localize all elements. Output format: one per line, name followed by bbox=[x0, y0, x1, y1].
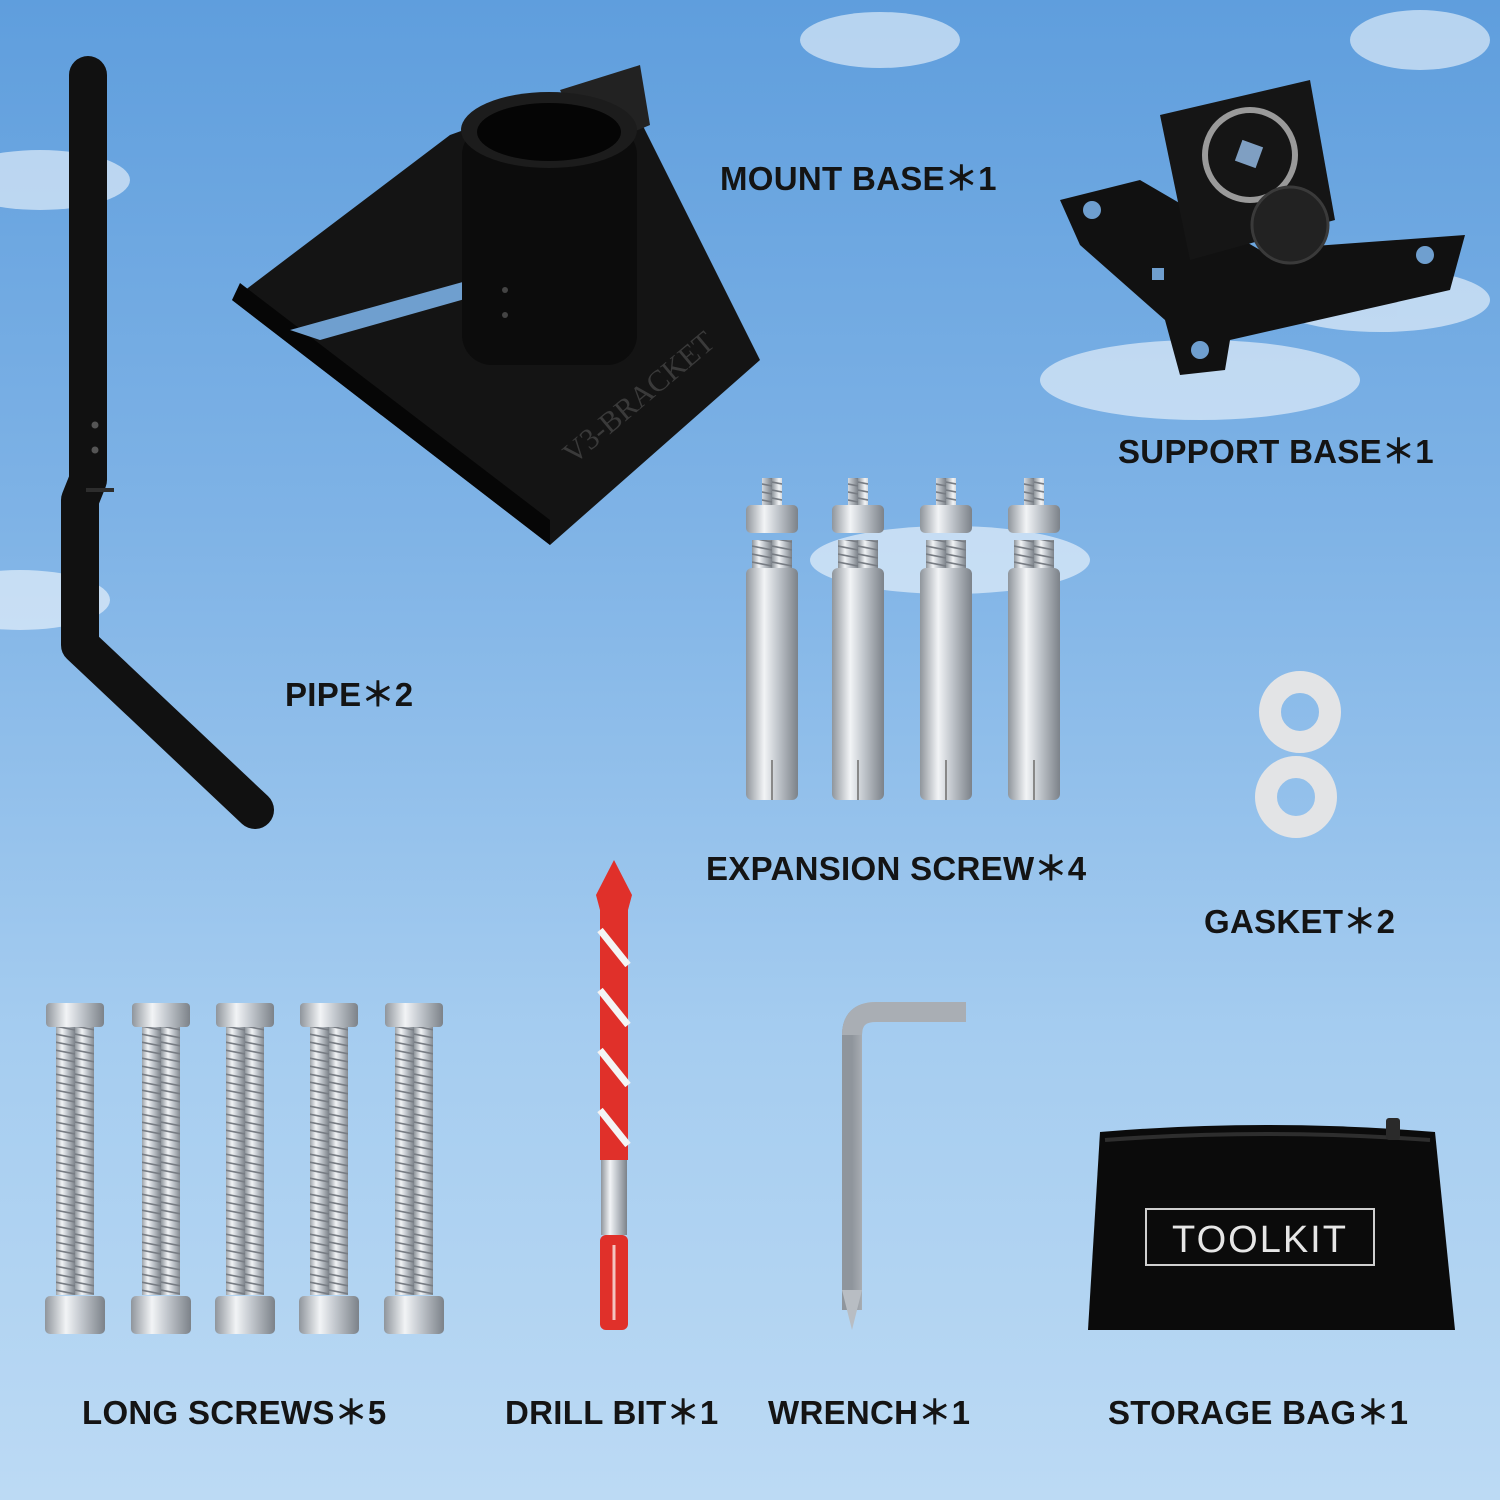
expansion-screw-set bbox=[746, 478, 1060, 800]
wrench-label: WRENCH＊1 bbox=[768, 1394, 971, 1431]
gasket bbox=[1255, 756, 1337, 838]
drill-bit-part bbox=[596, 860, 632, 1330]
long-screw bbox=[299, 1003, 359, 1334]
pipe-part bbox=[61, 56, 274, 829]
wrench-part bbox=[842, 1002, 966, 1330]
expansion-screw-label: EXPANSION SCREW＊4 bbox=[706, 850, 1087, 887]
expansion-screw bbox=[1008, 478, 1060, 800]
support-base-part bbox=[1060, 80, 1465, 375]
mount-base-part: V3-BRACKET bbox=[232, 65, 760, 545]
long-screw bbox=[45, 1003, 105, 1334]
pipe-label: PIPE＊2 bbox=[285, 676, 414, 713]
long-screw bbox=[384, 1003, 444, 1334]
bag-print-text: TOOLKIT bbox=[1172, 1219, 1348, 1261]
long-screws-label: LONG SCREWS＊5 bbox=[82, 1394, 387, 1431]
gasket-label: GASKET＊2 bbox=[1204, 903, 1396, 940]
storage-bag-label: STORAGE BAG＊1 bbox=[1108, 1394, 1409, 1431]
long-screw-set bbox=[45, 1003, 444, 1334]
storage-bag-part: TOOLKIT bbox=[1088, 1118, 1455, 1330]
expansion-screw bbox=[832, 478, 884, 800]
support-base-label: SUPPORT BASE＊1 bbox=[1118, 433, 1434, 470]
mount-base-label: MOUNT BASE＊1 bbox=[720, 160, 997, 197]
long-screw bbox=[215, 1003, 275, 1334]
gasket-set bbox=[1255, 671, 1341, 838]
long-screw bbox=[131, 1003, 191, 1334]
expansion-screw bbox=[920, 478, 972, 800]
expansion-screw bbox=[746, 478, 798, 800]
drill-bit-label: DRILL BIT＊1 bbox=[505, 1394, 719, 1431]
gasket bbox=[1259, 671, 1341, 753]
